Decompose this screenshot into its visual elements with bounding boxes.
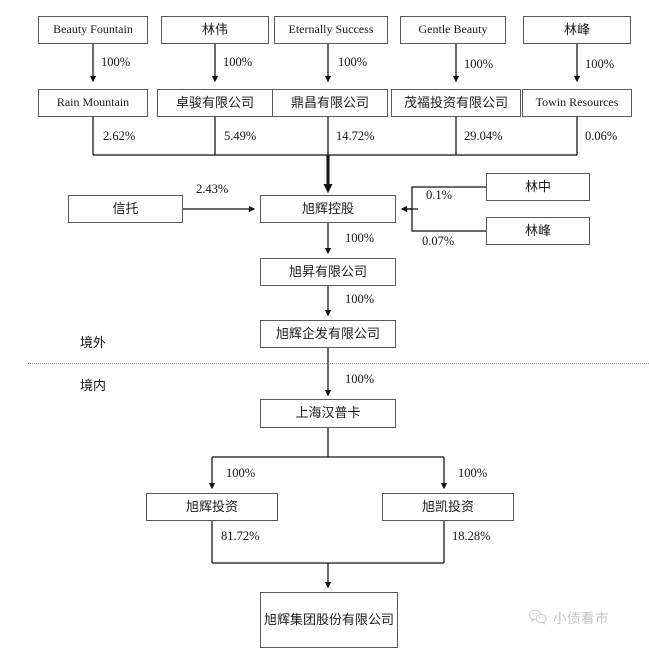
pct-label-spine-1: 100% — [345, 292, 375, 306]
entity-label: Rain Mountain — [56, 95, 130, 110]
entity-label: Gentle Beauty — [418, 22, 488, 37]
entity-box-tier2-2[interactable]: 鼎昌有限公司 — [272, 89, 388, 117]
entity-box-invest-1[interactable]: 旭凯投资 — [382, 493, 514, 521]
entity-label: 旭凯投资 — [421, 498, 474, 514]
pct-label-tier2-3: 29.04% — [464, 129, 503, 143]
pct-label-invest-in-0: 100% — [226, 466, 256, 480]
entity-box-tier1-0[interactable]: Beauty Fountain — [38, 16, 148, 44]
entity-label: 旭辉企发有限公司 — [275, 325, 380, 341]
pct-label-tier1-0: 100% — [101, 55, 131, 69]
entity-box-individual-0[interactable]: 林中 — [486, 173, 590, 201]
entity-label: 林峰 — [563, 21, 590, 37]
entity-label: Towin Resources — [535, 95, 619, 110]
watermark-text: 小债看市 — [553, 611, 609, 626]
pct-label-individual-1: 0.07% — [422, 234, 455, 248]
pct-label-trust: 2.43% — [196, 182, 229, 196]
entity-box-tier2-1[interactable]: 卓骏有限公司 — [157, 89, 273, 117]
pct-label-tier2-2: 14.72% — [336, 129, 375, 143]
entity-box-spine-1[interactable]: 旭昇有限公司 — [260, 258, 396, 286]
entity-label: 信托 — [112, 200, 139, 216]
wechat-icon — [528, 609, 548, 625]
entity-box-terminal[interactable]: 旭辉集团股份有限公司 — [260, 592, 398, 648]
pct-label-tier2-4: 0.06% — [585, 129, 618, 143]
entity-label: 上海汉普卡 — [295, 405, 361, 421]
entity-label: 鼎昌有限公司 — [290, 94, 369, 110]
entity-label: 卓骏有限公司 — [175, 94, 254, 110]
pct-label-invest-in-1: 100% — [458, 466, 488, 480]
entity-label: Eternally Success — [288, 22, 374, 37]
entity-label: Beauty Fountain — [53, 22, 133, 37]
pct-label-tier1-2: 100% — [338, 55, 368, 69]
entity-box-tier2-0[interactable]: Rain Mountain — [38, 89, 148, 117]
watermark: 小债看市 — [528, 607, 609, 627]
entity-label: 旭辉控股 — [301, 200, 354, 216]
entity-label: 林峰 — [524, 222, 551, 238]
pct-label-tier1-3: 100% — [464, 57, 494, 71]
pct-label-tier1-1: 100% — [223, 55, 253, 69]
onshore-offshore-divider — [28, 363, 649, 364]
entity-box-individual-1[interactable]: 林峰 — [486, 217, 590, 245]
entity-box-spine-0[interactable]: 旭辉控股 — [260, 195, 396, 223]
pct-label-tier2-0: 2.62% — [103, 129, 136, 143]
entity-label: 旭辉投资 — [185, 498, 238, 514]
entity-box-spine-3[interactable]: 上海汉普卡 — [260, 399, 396, 428]
region-label-onshore: 境内 — [80, 378, 107, 393]
pct-label-individual-0: 0.1% — [426, 188, 453, 202]
entity-box-spine-2[interactable]: 旭辉企发有限公司 — [260, 320, 396, 348]
entity-box-trust[interactable]: 信托 — [68, 195, 183, 223]
pct-label-tier1-4: 100% — [585, 57, 615, 71]
entity-label: 林伟 — [201, 21, 228, 37]
entity-box-tier2-3[interactable]: 茂福投资有限公司 — [391, 89, 521, 117]
entity-box-tier2-4[interactable]: Towin Resources — [522, 89, 632, 117]
entity-label: 旭昇有限公司 — [288, 263, 367, 279]
pct-label-invest-out-1: 18.28% — [452, 529, 491, 543]
pct-label-tier2-1: 5.49% — [224, 129, 257, 143]
entity-box-tier1-4[interactable]: 林峰 — [523, 16, 631, 44]
entity-box-tier1-3[interactable]: Gentle Beauty — [400, 16, 506, 44]
entity-label: 茂福投资有限公司 — [403, 94, 508, 110]
entity-box-invest-0[interactable]: 旭辉投资 — [146, 493, 278, 521]
pct-label-invest-out-0: 81.72% — [221, 529, 260, 543]
entity-label: 林中 — [524, 178, 551, 194]
entity-box-tier1-2[interactable]: Eternally Success — [274, 16, 388, 44]
pct-label-spine-0: 100% — [345, 231, 375, 245]
region-label-offshore: 境外 — [80, 335, 107, 350]
pct-label-spine-2: 100% — [345, 372, 375, 386]
entity-box-tier1-1[interactable]: 林伟 — [161, 16, 269, 44]
entity-label: 旭辉集团股份有限公司 — [264, 611, 395, 627]
